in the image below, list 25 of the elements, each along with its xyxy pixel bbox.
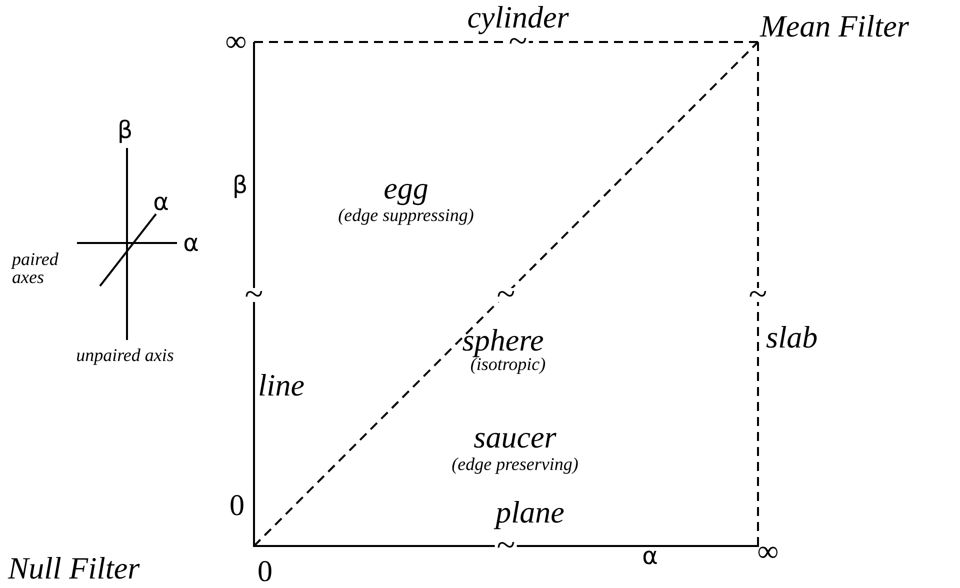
axis-label: α — [183, 231, 199, 255]
corner-label: Null Filter — [8, 552, 140, 584]
region-label: slab — [766, 322, 818, 352]
region-label: saucer — [474, 422, 556, 452]
region-label: plane — [496, 496, 564, 528]
region-label: sphere — [462, 324, 544, 356]
axis-label: β — [117, 118, 133, 142]
axis-label: β — [232, 173, 248, 197]
axis-value: 0 — [258, 557, 272, 587]
break-mark: ~ — [242, 288, 266, 302]
region-note: (edge preserving) — [452, 455, 578, 473]
break-mark: ~ — [746, 288, 770, 302]
region-label: cylinder — [467, 2, 569, 32]
region-label: egg — [384, 172, 428, 204]
axis-value: ∞ — [225, 27, 247, 57]
axis-label: α — [153, 190, 169, 214]
region-note: (edge suppressing) — [338, 206, 474, 224]
axis-note: unpaired axis — [76, 346, 174, 364]
axis-label: α — [642, 544, 658, 568]
axis-value: 0 — [230, 491, 244, 521]
region-label: line — [258, 370, 304, 400]
break-mark: ~ — [494, 288, 518, 302]
axis-note: paired axes — [12, 250, 60, 286]
corner-label: Mean Filter — [760, 10, 909, 42]
axis-value: ∞ — [757, 537, 779, 567]
